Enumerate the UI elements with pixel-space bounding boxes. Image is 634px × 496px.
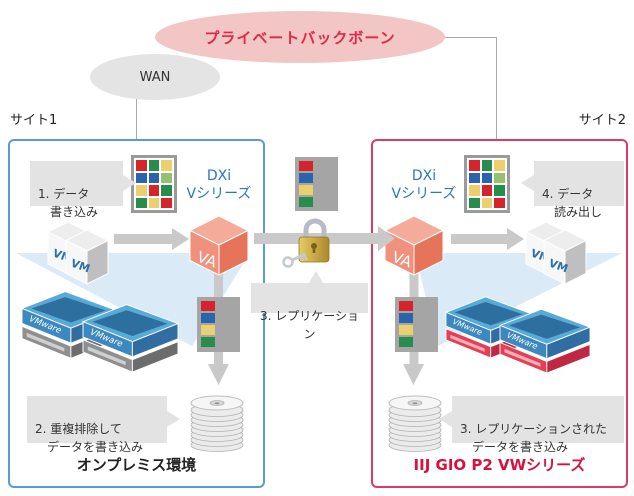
- site2-footer-label: IIJ GIO P2 VWシリーズ: [413, 456, 586, 474]
- step1-bubble: 1. データ 書き込み: [30, 161, 136, 219]
- site2-dedupe-block-icon: [395, 297, 438, 352]
- backbone-to-site2-line: [496, 37, 497, 140]
- site2-title: サイト2: [578, 113, 626, 128]
- step1-text: 1. データ 書き込み: [38, 187, 99, 219]
- site1-footer-label: オンプレミス環境: [76, 456, 197, 474]
- private-backbone-ellipse: プライベートバックボーン: [155, 11, 445, 63]
- wan-to-site1-line: [136, 99, 137, 140]
- site1-dxi-label: DXi Vシリーズ: [186, 168, 252, 203]
- step2-bubble: 2. 重複排除して データを書き込み: [27, 396, 180, 454]
- wan-ellipse: WAN: [90, 54, 220, 100]
- private-backbone-label: プライベートバックボーン: [204, 28, 396, 47]
- lock-icon: [282, 218, 330, 268]
- wan-label: WAN: [139, 69, 171, 85]
- site1-data-grid-icon: [131, 155, 177, 213]
- backbone-horizontal-line: [445, 37, 497, 38]
- step4-bubble-tail: [521, 175, 534, 191]
- step4-text: 4. データ 読み出し: [542, 187, 603, 219]
- replication-text: 3. レプリケーション: [259, 309, 360, 341]
- step3-bubble-tail: [439, 411, 452, 427]
- site2-dxi-label: DXi Vシリーズ: [391, 168, 457, 203]
- transfer-dedupe-block-icon: [295, 157, 338, 211]
- step3-bubble: 3. レプリケーションされた データを書き込み: [439, 396, 624, 454]
- step3-text: 3. レプリケーションされた データを書き込み: [460, 422, 608, 454]
- site1-title: サイト1: [10, 113, 58, 128]
- step1-bubble-tail: [123, 175, 136, 191]
- key-icon: [282, 252, 308, 268]
- replication-bubble: 3. レプリケーション: [251, 271, 368, 341]
- site2-data-grid-icon: [464, 155, 510, 213]
- step2-text: 2. 重複排除して データを書き込み: [35, 422, 144, 454]
- site1-dedupe-block-icon: [197, 297, 240, 352]
- replication-bubble-tail: [309, 271, 323, 283]
- step2-bubble-tail: [167, 411, 180, 427]
- step4-bubble: 4. データ 読み出し: [521, 161, 624, 219]
